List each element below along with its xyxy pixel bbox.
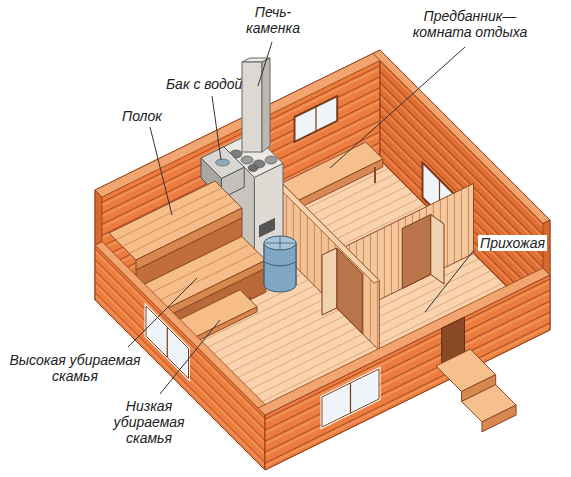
shelf-label: Полок: [122, 108, 162, 124]
low-bench-label: Низкая убираемая скамья: [108, 398, 190, 446]
rest-room-label: Предбанник—комната отдыха: [408, 8, 532, 40]
back-walls: [95, 50, 550, 330]
high-bench-label: Высокая убираемая скамья: [0, 352, 150, 384]
porch-steps: [436, 349, 516, 432]
water-barrel: [264, 236, 296, 292]
stove-label: Печь-каменка: [240, 4, 306, 36]
hallway-label: Прихожая: [478, 235, 547, 251]
tank-label: Бак с водой: [166, 76, 242, 92]
front-walls: [95, 190, 550, 470]
leader-lines: [128, 42, 474, 394]
